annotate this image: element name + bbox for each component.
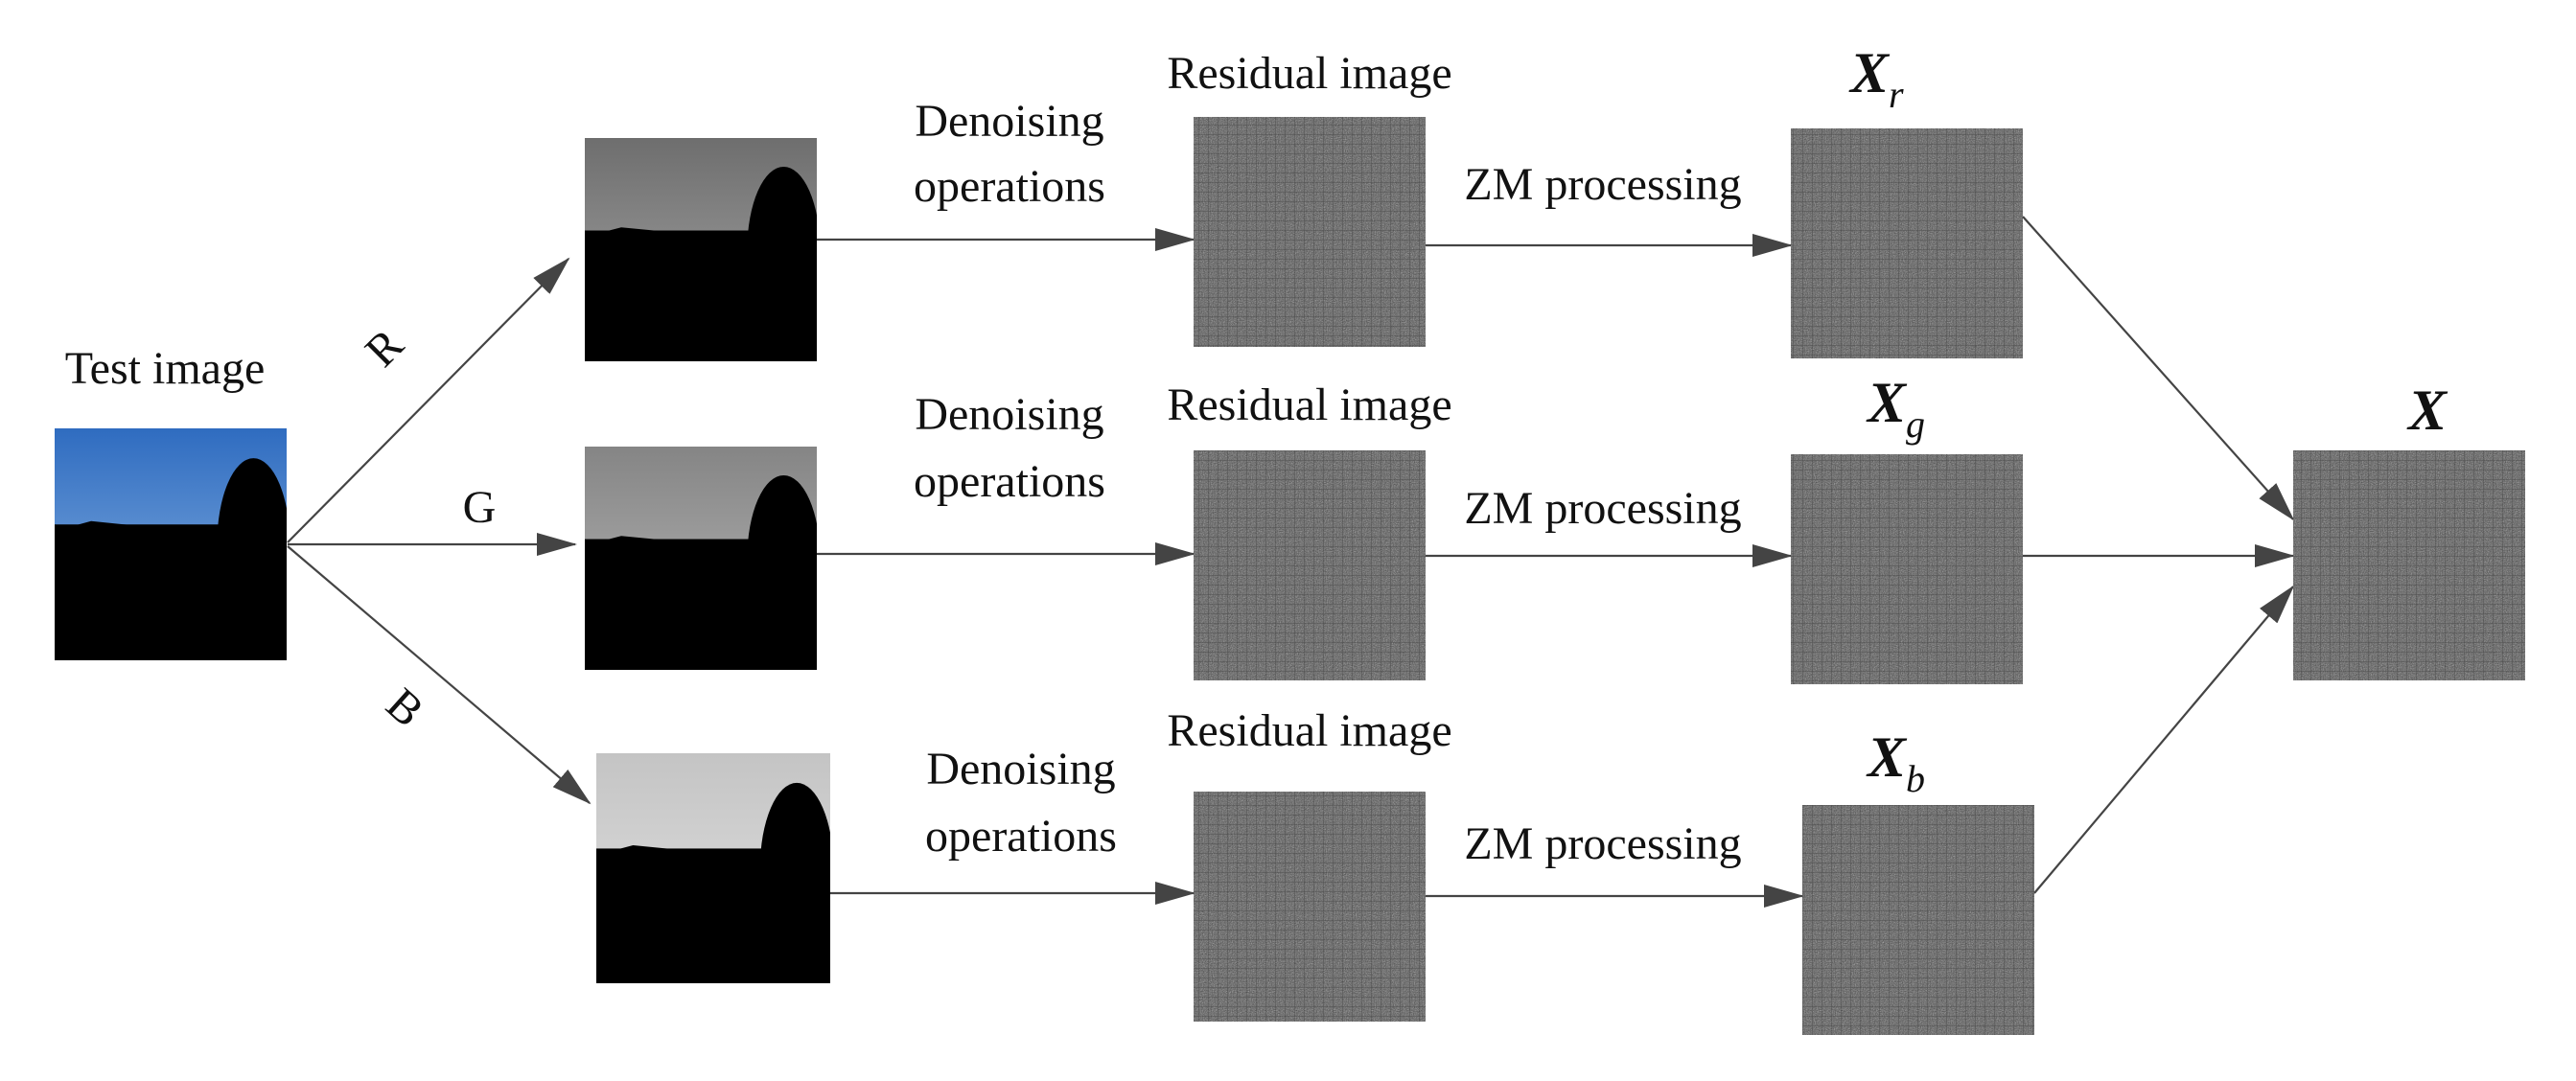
zm-label-g: ZM processing xyxy=(1464,483,1741,534)
branch-label-b: B xyxy=(377,678,433,737)
zm-image-r xyxy=(1791,128,2023,358)
branch-arrow-r xyxy=(287,257,570,543)
residual-image-r xyxy=(1194,117,1426,347)
merge-arrow-b xyxy=(2033,585,2295,894)
merge-arrow-r xyxy=(2022,216,2295,521)
residual-label-g: Residual image xyxy=(1167,380,1451,430)
zm-image-g xyxy=(1791,454,2023,684)
denoise-label-r-2: operations xyxy=(914,161,1105,212)
output-image xyxy=(2293,450,2525,680)
test-image-label: Test image xyxy=(65,343,266,394)
denoise-label-g-2: operations xyxy=(914,456,1105,507)
residual-image-g xyxy=(1194,450,1426,680)
residual-label-r: Residual image xyxy=(1167,48,1451,99)
denoise-label-r-1: Denoising xyxy=(915,96,1103,147)
zm-label-r: ZM processing xyxy=(1464,159,1741,210)
test-image-photo: .c .ground{fill:url(#grassCol)} .c .bldg… xyxy=(55,428,287,660)
zm-image-b xyxy=(1802,805,2034,1035)
residual-image-b xyxy=(1194,792,1426,1022)
output-label: X xyxy=(2406,379,2448,442)
channel-image-g: .g .ground{fill:#7e7e7e} .g .bldg{fill:#… xyxy=(585,447,817,670)
channel-image-r: .r .ground{fill:#6a6a6a} .r .bldg{fill:#… xyxy=(585,138,817,361)
var-label-r: Xr xyxy=(1848,41,1904,116)
denoise-label-g-1: Denoising xyxy=(915,389,1103,440)
denoise-label-b-1: Denoising xyxy=(926,744,1115,794)
zm-label-b: ZM processing xyxy=(1464,818,1741,869)
denoise-label-b-2: operations xyxy=(925,811,1117,862)
residual-label-b: Residual image xyxy=(1167,705,1451,756)
branch-arrow-b xyxy=(287,545,592,805)
var-label-g: Xg xyxy=(1866,371,1925,446)
branch-label-g: G xyxy=(463,482,497,533)
channel-image-b: .b .ground{fill:#3a3a3a} .b .bldg{fill:#… xyxy=(596,753,830,983)
branch-label-r: R xyxy=(356,319,413,377)
var-label-b: Xb xyxy=(1866,725,1925,800)
